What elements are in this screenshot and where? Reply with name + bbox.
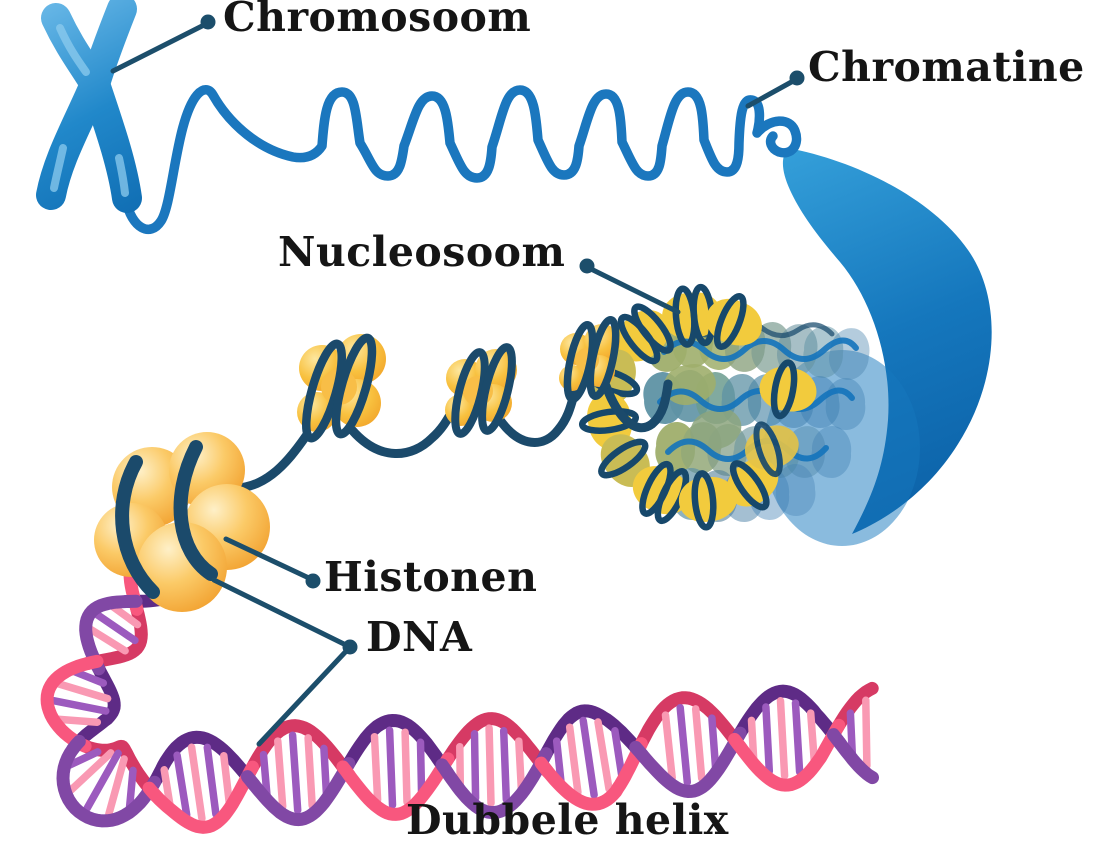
label-chromosome: Chromosoom: [223, 0, 532, 41]
leader-chromosome: [110, 14, 216, 74]
leader-chromatin: [745, 70, 805, 109]
nucleosome-bead: [445, 343, 517, 438]
label-nucleosome: Nucleosoom: [278, 228, 566, 276]
label-double-helix: Dubbele helix: [406, 796, 729, 844]
double-helix: [40, 546, 879, 834]
chromatin-loop-line: [121, 85, 802, 235]
nucleosome-bead: [559, 316, 620, 403]
nucleosome-bead: [297, 333, 386, 443]
leader-nucleosome: [579, 258, 681, 315]
label-histones: Histonen: [324, 553, 538, 601]
label-dna: DNA: [366, 613, 473, 661]
leader-dna: [211, 577, 358, 747]
leader-histones: [223, 536, 321, 589]
beads-on-string: [217, 316, 673, 493]
chromosome-x: [36, 0, 142, 213]
label-chromatin: Chromatine: [808, 43, 1085, 91]
histone-cluster: [94, 432, 270, 612]
